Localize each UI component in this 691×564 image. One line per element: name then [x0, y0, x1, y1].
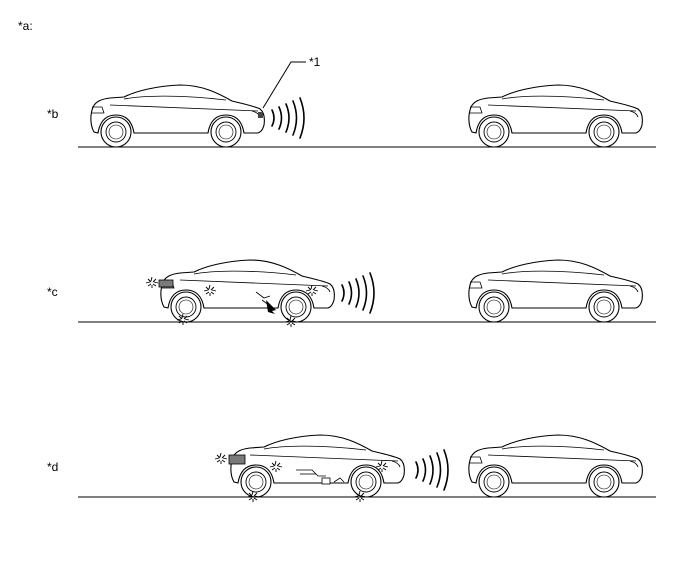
row-label-b: *b — [47, 107, 59, 121]
callout-label-1: *1 — [309, 55, 321, 69]
own-vehicle-b — [90, 84, 265, 148]
radar-waves-d — [415, 449, 449, 491]
row-label-c: *c — [47, 285, 58, 299]
preceding-vehicle-d — [468, 434, 643, 498]
brake-light-d — [228, 454, 246, 465]
figure-label-a: *a: — [18, 19, 33, 33]
brake-light-c — [158, 279, 174, 288]
radar-waves-c — [341, 272, 375, 314]
driver-brake-pedal-icon-d — [296, 469, 345, 485]
radar-sensor — [258, 112, 263, 118]
row-label-d: *d — [47, 460, 58, 474]
brake-light-glow-c — [145, 276, 159, 289]
brake-light-glow-d — [214, 452, 228, 465]
preceding-vehicle-c — [468, 259, 643, 323]
own-vehicle-c — [160, 259, 335, 323]
brake-pedal-icon-c — [255, 291, 276, 314]
preceding-vehicle-b — [468, 84, 643, 148]
callout-leader-1 — [262, 61, 306, 109]
radar-waves-b — [271, 97, 305, 139]
